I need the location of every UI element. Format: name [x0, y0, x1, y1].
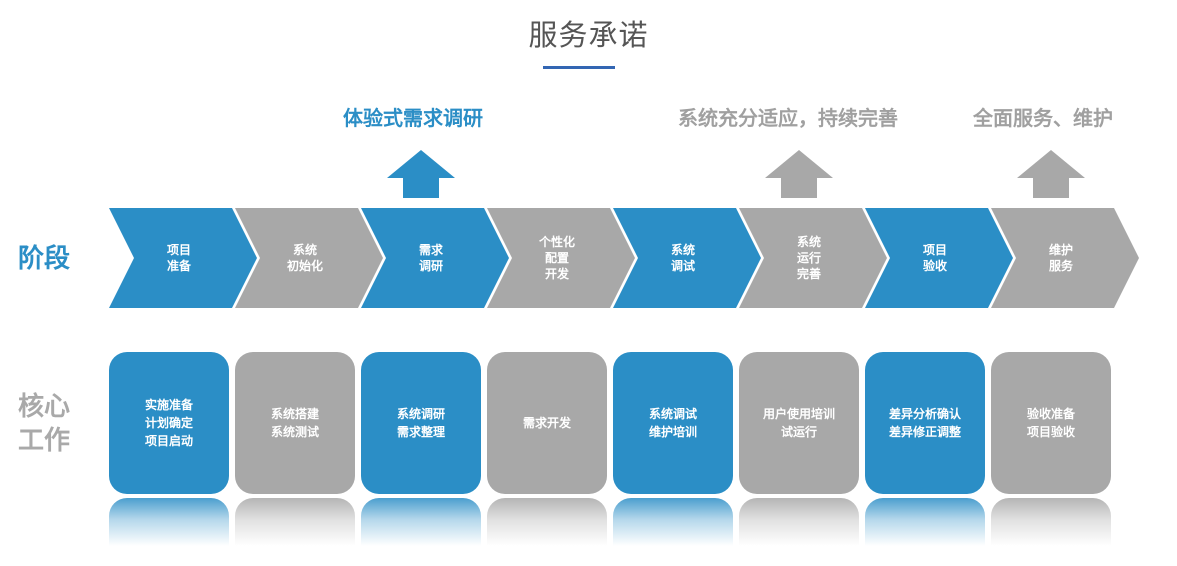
core-work-label-line2: 工作	[18, 426, 71, 456]
page-title: 服务承诺	[528, 18, 649, 52]
core-work-card: 差异分析确认 差异修正调整	[865, 352, 985, 494]
core-work-card: 实施准备 计划确定 项目启动	[109, 352, 229, 494]
card-reflection	[361, 498, 481, 546]
up-arrow-icon	[387, 150, 455, 198]
stage-label: 系统 初始化	[286, 243, 323, 273]
stage-label: 系统 调试	[670, 243, 695, 273]
stage-label: 项目 准备	[166, 243, 191, 273]
stage-row-label: 阶段	[18, 244, 71, 274]
core-work-card: 用户使用培训 试运行	[739, 352, 859, 494]
card-reflection	[865, 498, 985, 546]
highlight-experience-research: 体验式需求调研	[343, 106, 483, 130]
stage-label: 系统 运行 完善	[796, 235, 821, 281]
core-work-card: 验收准备 项目验收	[991, 352, 1111, 494]
stage-chevron-6	[739, 208, 887, 308]
core-work-card: 系统调研 需求整理	[361, 352, 481, 494]
title-underline	[543, 66, 615, 69]
stage-chevron-2	[235, 208, 383, 308]
stage-label: 维护 服务	[1048, 243, 1073, 273]
card-reflection	[487, 498, 607, 546]
core-work-label-line1: 核心	[18, 392, 71, 422]
card-reflection	[991, 498, 1111, 546]
stage-chevron-4	[487, 208, 635, 308]
stage-chevron-8	[991, 208, 1139, 308]
stage-chevron-1	[109, 208, 257, 308]
stage-chevron-5	[613, 208, 761, 308]
highlight-full-service: 全面服务、维护	[973, 106, 1113, 130]
card-reflection	[109, 498, 229, 546]
core-work-card: 系统搭建 系统测试	[235, 352, 355, 494]
stage-label: 需求 调研	[418, 243, 443, 273]
card-reflection	[739, 498, 859, 546]
up-arrow-icon	[1017, 150, 1085, 198]
stage-chevron-3	[361, 208, 509, 308]
highlight-system-adaptation: 系统充分适应，持续完善	[678, 106, 898, 130]
stage-label: 个性化 配置 开发	[538, 235, 575, 281]
stage-chevron-7	[865, 208, 1013, 308]
core-work-card: 系统调试 维护培训	[613, 352, 733, 494]
stage-label: 项目 验收	[922, 243, 947, 273]
card-reflection	[235, 498, 355, 546]
card-reflection	[613, 498, 733, 546]
up-arrow-icon	[765, 150, 833, 198]
core-work-card: 需求开发	[487, 352, 607, 494]
